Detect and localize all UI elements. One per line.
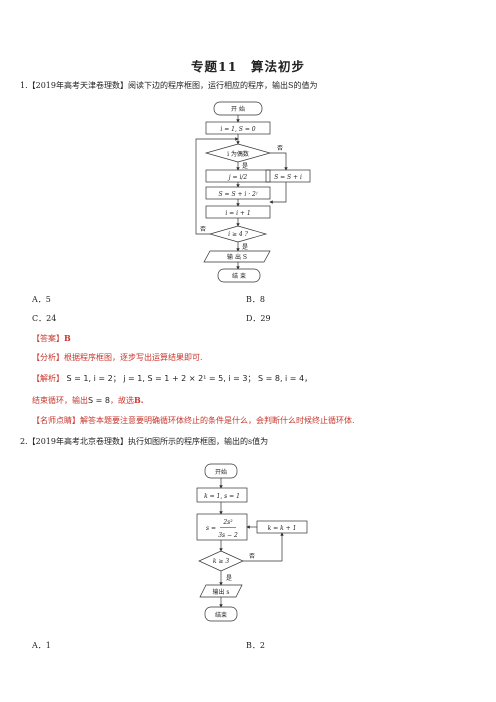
- q2-cond-text: k ≥ 3: [213, 558, 229, 565]
- q1-s-update-text: S = S + i · 2ʲ: [219, 191, 258, 198]
- q2-start-text: 开始: [215, 468, 227, 476]
- q1-step1: S = 1, i = 2: [66, 374, 113, 383]
- q1-tail-b: S = 8: [88, 396, 110, 405]
- q2-option-a[interactable]: A．1: [32, 641, 51, 650]
- q1-option-c[interactable]: C．24: [32, 314, 57, 323]
- q2-output-text: 输出 s: [213, 588, 230, 596]
- q1-j-text: j = i/2: [227, 174, 248, 181]
- q1-i-inc-text: i = i + 1: [225, 210, 250, 217]
- q1-output-box: [203, 250, 271, 263]
- q1-stem: 1.【2019年高考天津卷理数】阅读下边的程序框图，运行相应的程序，输出S的值为: [20, 81, 318, 90]
- page-title: 专题11 算法初步: [191, 59, 305, 74]
- q1-explain-line: 【解析】 S = 1, i = 2； j = 1, S = 1 + 2 × 2¹…: [32, 374, 313, 383]
- q1-option-d[interactable]: D．29: [246, 314, 271, 323]
- q1-answer-tag: 【答案】: [32, 334, 64, 343]
- q1-end-text: 结 束: [232, 272, 246, 280]
- q1-s-plus-i-box: [265, 169, 311, 183]
- q1-explain-tag: 【解析】: [32, 374, 64, 383]
- q2-yes-text: 是: [226, 575, 232, 582]
- q1-note: 解答本题要注意要明确循环体终止的条件是什么，会判断什么时候终止循环体.: [80, 416, 355, 425]
- q1-analysis-line: 【分析】根据程序框图，逐步写出运算结果即可.: [32, 352, 203, 363]
- q2-s-lhs: s =: [206, 525, 216, 532]
- q2-option-b[interactable]: B．2: [246, 641, 265, 650]
- q1-start-text: 开 始: [231, 105, 245, 113]
- q2-init-box: [196, 487, 248, 503]
- q2-no-text: 否: [249, 553, 255, 560]
- q1-tail-a: 结束循环，输出: [32, 396, 88, 405]
- q1-option-b[interactable]: B．8: [246, 295, 265, 304]
- q1-analysis: 根据程序框图，逐步写出运算结果即可.: [64, 353, 203, 362]
- q2-s-num: 2s²: [222, 519, 233, 526]
- q1-no1-text: 否: [277, 145, 283, 152]
- q2-k-text: k = k + 1: [268, 525, 297, 532]
- q1-yes2-text: 是: [242, 244, 248, 251]
- q1-note-tag: 【名师点睛】: [32, 416, 80, 425]
- q1-analysis-tag: 【分析】: [32, 353, 64, 362]
- q1-s-plus-i-text: S = S + i: [274, 174, 302, 181]
- q1-tail-c: ，故选: [109, 396, 134, 405]
- q1-flowchart: 开 始 i = 1, S = 0 i 为偶数 是 否 j = i/2 S = S…: [195, 101, 311, 283]
- q2-init-text: k = 1, s = 1: [204, 493, 240, 500]
- q1-init-text: i = 1, S = 0: [220, 126, 255, 133]
- q1-step2: j = 1, S = 1 + 2 × 2¹ = 5, i = 3: [123, 374, 248, 383]
- q1-no2-text: 否: [200, 226, 206, 233]
- q2-stem: 2.【2019年高考北京卷理数】执行如图所示的程序框图，输出的s值为: [20, 437, 269, 446]
- q1-step3: S = 8, i = 4: [257, 374, 305, 383]
- q1-explain-tail: 结束循环，输出S = 8，故选B.: [32, 395, 144, 406]
- q1-cond1-text: i 为偶数: [227, 150, 249, 158]
- q1-note-line: 【名师点睛】解答本题要注意要明确循环体终止的条件是什么，会判断什么时候终止循环体…: [32, 415, 355, 426]
- q2-s-den: 3s − 2: [218, 532, 238, 539]
- q1-yes1-text: 是: [242, 163, 248, 170]
- q1-cond2-text: i ≥ 4 ?: [228, 231, 248, 238]
- q2-end-box: [204, 606, 238, 622]
- q2-end-text: 结束: [215, 611, 227, 619]
- q1-end-box: [217, 268, 261, 283]
- q1-answer: B: [64, 333, 71, 343]
- q1-option-a[interactable]: A．5: [32, 295, 51, 304]
- q2-output-box: [199, 584, 243, 598]
- q1-output-text: 输 出 S: [227, 253, 247, 261]
- q1-answer-line: 【答案】B: [32, 333, 71, 344]
- q1-tail-d: B.: [133, 395, 144, 405]
